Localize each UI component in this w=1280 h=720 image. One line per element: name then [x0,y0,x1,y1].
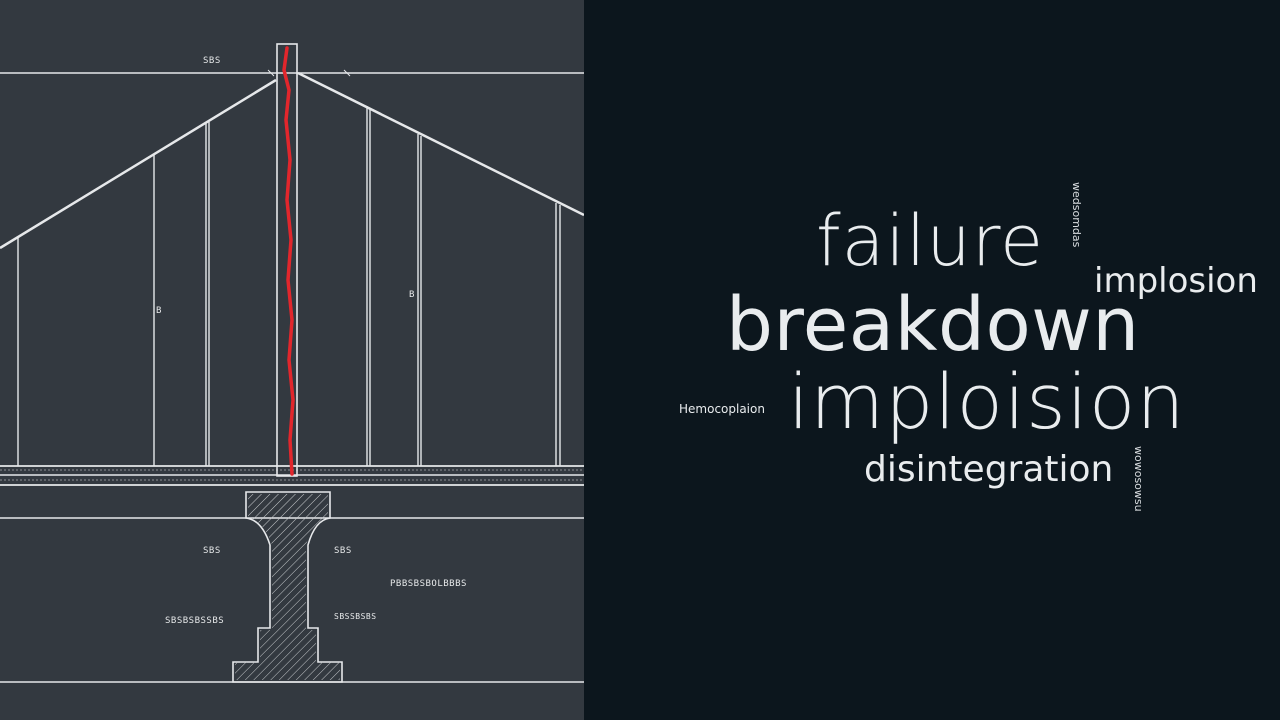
word-failure: failure [816,200,1045,282]
right-annotation: PBBSBSBOLBBBS [390,579,467,589]
bridge-pier [232,491,343,683]
word-cloud-panel: failure implosion breakdown imploision H… [584,0,1280,720]
bridge-blueprint-panel: SBS B B SBS SBS PBBSBSBOLBBBS SBSBSBSSBS… [0,0,584,720]
word-implosion-small: implosion [1094,261,1258,301]
main-cable-left [0,78,277,250]
main-cable-right [297,71,584,217]
center-annotation: SBSSBSBS [334,612,377,621]
cable-tag-right: B [409,290,415,300]
pier-left-tag: SBS [203,546,221,556]
dimension-tick [343,69,351,77]
word-vertical-bottom: wowosowsu [1132,446,1145,512]
tower-crack [282,46,295,476]
bridge-tower [276,43,298,477]
bridge-blueprint-drawing [0,43,584,683]
left-annotation: SBSBSBSSBS [165,616,225,626]
word-vertical-top: wedsomdas [1070,182,1083,248]
word-hemocoplaion: Hemocoplaion [679,402,765,416]
top-tag-label: SBS [203,56,221,66]
pier-right-tag: SBS [334,546,352,556]
cable-tag-left: B [156,306,162,316]
word-breakdown: breakdown [726,282,1140,368]
pier-hatching [235,494,340,680]
dimension-tick [267,69,275,77]
word-disintegration: disintegration [864,449,1114,490]
word-imploision: imploision [788,357,1186,446]
